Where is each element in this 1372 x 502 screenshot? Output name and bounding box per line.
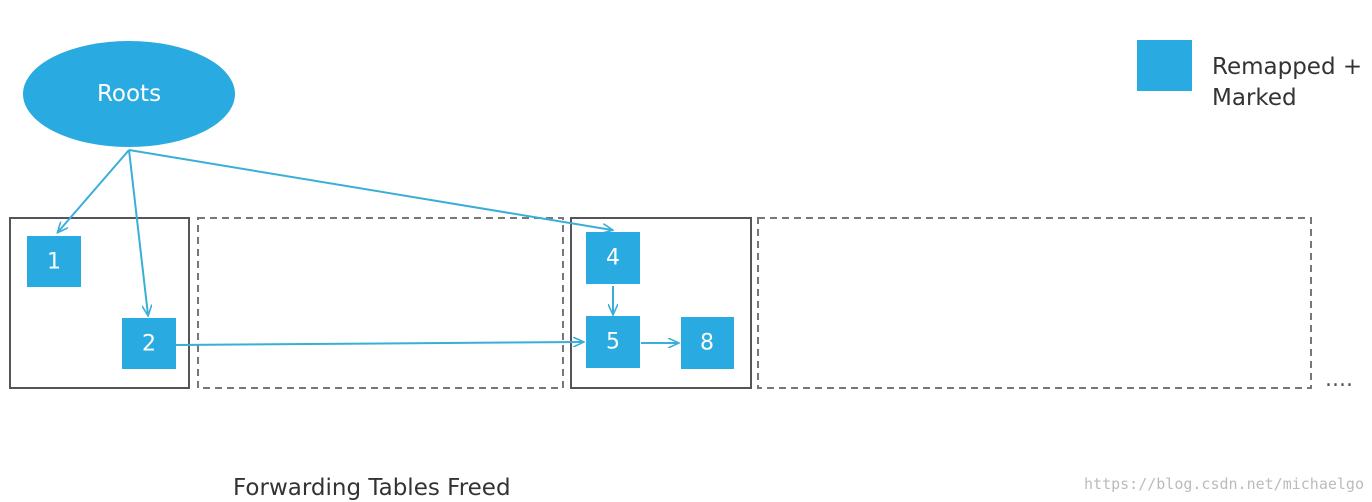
node-label-5: 5 [606,330,620,355]
page-4-freed [757,217,1312,389]
legend-line-2: Marked [1212,85,1297,111]
node-label-4: 4 [606,246,620,271]
legend-line-1: Remapped + [1212,54,1362,80]
caption: Forwarding Tables Freed [233,475,511,501]
page-2-freed [197,217,564,389]
legend-swatch [1137,40,1192,91]
edge-roots-to-4 [128,149,612,230]
object-node-2: 2 [122,318,176,369]
edge-roots-to-2 [128,149,148,315]
edge-2-to-5 [175,342,583,345]
object-node-8: 8 [681,317,734,369]
object-node-1: 1 [27,236,81,287]
object-node-5: 5 [586,316,640,368]
watermark: https://blog.csdn.net/michaelgo [1084,475,1364,493]
page-3 [570,217,752,389]
node-label-1: 1 [47,250,61,275]
node-label-2: 2 [142,332,156,357]
edges [58,149,678,345]
roots-node [23,41,235,147]
edge-roots-to-1 [58,149,130,232]
page-1 [9,217,190,389]
roots-label: Roots [97,81,161,107]
node-label-8: 8 [700,331,714,356]
continuation-ellipsis: .... [1325,367,1353,392]
legend: Remapped + Marked [1137,40,1362,111]
object-node-4: 4 [586,232,640,284]
